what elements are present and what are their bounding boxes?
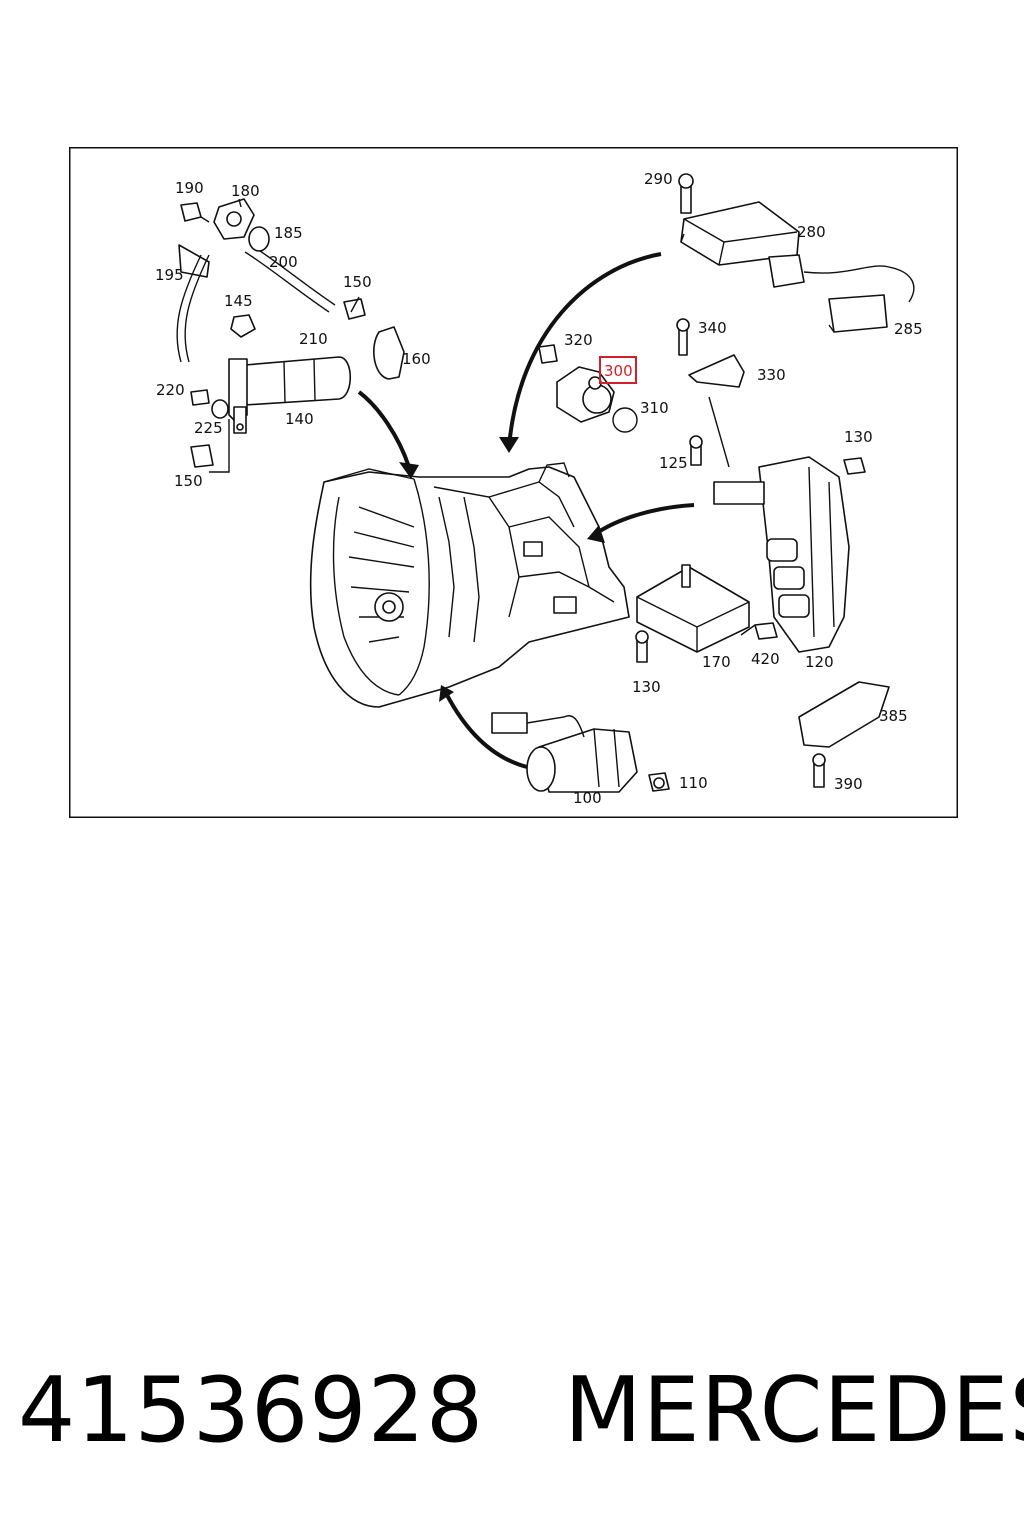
assembly-arrows [357,252,695,769]
transmission-housing-drawing [309,462,630,708]
label-340: 340 [698,319,727,337]
label-200: 200 [269,253,298,271]
label-125: 125 [659,454,688,472]
slave-cylinder-drawing [176,198,405,473]
label-150-bottom: 150 [174,472,203,490]
label-130-right: 130 [844,428,873,446]
brand-name: MERCEDES [564,1358,1024,1463]
label-180: 180 [231,182,260,200]
shift-control-module-drawing [678,173,915,333]
label-140: 140 [285,410,314,428]
label-110: 110 [679,774,708,792]
label-390: 390 [834,775,863,793]
label-280: 280 [797,223,826,241]
label-195: 195 [155,266,184,284]
label-420: 420 [751,650,780,668]
part-labels: 190 180 185 200 195 150 145 210 160 220 … [155,170,923,807]
label-220: 220 [156,381,185,399]
label-290: 290 [644,170,673,188]
label-120: 120 [805,653,834,671]
label-330: 330 [757,366,786,384]
label-100: 100 [573,789,602,807]
label-385: 385 [879,707,908,725]
label-160: 160 [402,350,431,368]
leader-lines [200,198,756,636]
part-number: 41536928 [18,1358,485,1463]
label-320: 320 [564,331,593,349]
starter-motor-drawing [491,712,670,793]
label-285: 285 [894,320,923,338]
label-190: 190 [175,179,204,197]
highlight-box-300 [599,356,637,384]
label-210: 210 [299,330,328,348]
label-145: 145 [224,292,253,310]
label-170: 170 [702,653,731,671]
label-150-top: 150 [343,273,372,291]
label-225: 225 [194,419,223,437]
label-310: 310 [640,399,669,417]
label-300-highlighted[interactable]: 300 [604,362,633,380]
parts-diagram: 190 180 185 200 195 150 145 210 160 220 … [69,147,958,818]
valve-body-drawing [635,456,890,788]
label-185: 185 [274,224,303,242]
label-130-bottom: 130 [632,678,661,696]
caption: 41536928 MERCEDES [18,1358,1024,1468]
